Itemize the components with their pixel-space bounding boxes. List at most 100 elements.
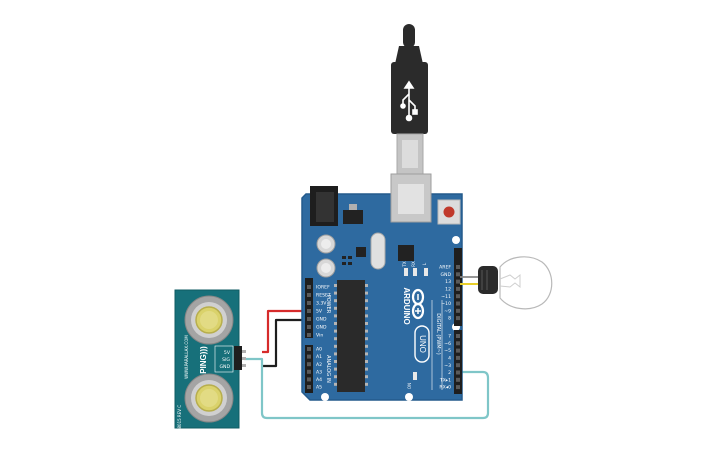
pin-socket[interactable] (456, 286, 460, 291)
pin-socket[interactable] (307, 354, 311, 359)
pin-socket[interactable] (456, 279, 460, 284)
pin-socket[interactable] (307, 301, 311, 305)
rx-led-label: RX (411, 261, 416, 267)
pin-socket[interactable] (456, 385, 460, 390)
pin-socket[interactable] (307, 347, 311, 351)
pin-label: A3 (316, 369, 322, 375)
smd-components (342, 256, 352, 265)
pin-socket[interactable] (456, 363, 460, 368)
pin-label: 13 (445, 279, 451, 285)
sensor-name: PING))) (199, 346, 208, 374)
pin-label: 5V (316, 309, 323, 315)
lamp-filament (499, 273, 521, 289)
pin-label: ~10 (441, 301, 451, 307)
pin-socket[interactable] (307, 385, 311, 389)
lamp-base (478, 266, 498, 294)
pin-socket[interactable] (307, 285, 311, 289)
pin-socket[interactable] (456, 348, 460, 353)
pin-label: ~11 (441, 294, 451, 300)
lamp-glass (499, 256, 553, 310)
sensor-pin-contacts (242, 350, 246, 367)
model-badge: UNO (414, 325, 430, 363)
pin-socket[interactable] (307, 293, 311, 297)
pin-socket[interactable] (456, 301, 460, 306)
sensor-pin-label: GND (219, 364, 230, 370)
sensor-pin-label: SIG (222, 357, 230, 363)
transducer-top (184, 295, 234, 345)
pin-label: IOREF (316, 285, 330, 291)
sensor-part-code: 28015 REV C (177, 405, 182, 431)
pin-label: ~5 (444, 348, 451, 354)
small-chip (356, 247, 366, 257)
pin-socket[interactable] (307, 377, 311, 382)
pin-socket[interactable] (456, 355, 460, 360)
wires (244, 309, 490, 420)
pin-socket[interactable] (307, 317, 311, 321)
sensor-pin-label: 5V (224, 350, 231, 356)
brand-label: ARDUINO (402, 287, 411, 324)
analog-header-label: ANALOG IN (325, 355, 331, 383)
sensor-pin-header (234, 346, 242, 370)
model-label: UNO (418, 335, 427, 353)
reset-button-cap[interactable] (443, 206, 455, 218)
pin-label: 4 (448, 356, 451, 362)
pin-label: GND (316, 325, 327, 331)
pin-socket[interactable] (456, 377, 460, 382)
digital-header-label: DIGITAL (PWM~) (435, 313, 441, 355)
pin-label: 8 (448, 316, 451, 322)
l-led-label: L (422, 262, 427, 265)
pin-socket[interactable] (456, 272, 460, 277)
pin-socket[interactable] (456, 370, 460, 375)
pin-socket[interactable] (456, 334, 460, 338)
arduino-board[interactable]: TX RX L ON ARDUINO UNO POWER ANALOG IN D… (301, 173, 463, 401)
ultrasonic-sensor[interactable]: PING))) WWW.PARALLAX.COM 28015 REV C 5VS… (174, 289, 246, 431)
microcontroller-pins (334, 284, 368, 386)
power-header (305, 278, 313, 338)
pin-socket[interactable] (456, 316, 460, 321)
on-led-label: ON (407, 383, 412, 389)
analog-header (305, 345, 313, 393)
pin-label: AREF (439, 265, 451, 271)
usb-icon (400, 80, 418, 122)
pin-socket[interactable] (307, 369, 311, 374)
digital-header-bottom (454, 330, 462, 394)
usb-plug-metal-inner (402, 140, 418, 168)
pin-socket[interactable] (456, 294, 460, 299)
pin-label: A5 (316, 385, 322, 391)
pin-socket[interactable] (456, 265, 460, 269)
pin-groups: IOREFRESET3.3V5VGNDGNDVinA0A1A2A3A4A5ARE… (307, 265, 460, 391)
pin-label: ~3 (444, 363, 451, 369)
sensor-website: WWW.PARALLAX.COM (184, 335, 189, 379)
pin-socket[interactable] (456, 341, 460, 346)
pin-socket[interactable] (307, 325, 311, 329)
dc-barrel-jack-face (316, 192, 334, 222)
light-bulb-icon[interactable] (460, 256, 553, 310)
pin-socket[interactable] (307, 309, 311, 313)
pin-label: RESET (316, 293, 331, 299)
wire-signal[interactable] (244, 357, 490, 420)
mounting-hole (321, 393, 329, 401)
arduino-logo-icon (411, 288, 425, 320)
pin-socket[interactable] (456, 308, 460, 313)
status-leds (404, 268, 428, 380)
usb-interface-chip (398, 245, 414, 261)
wire-5v-red[interactable] (262, 309, 312, 354)
pin-socket[interactable] (307, 362, 311, 367)
wire-gnd-black[interactable] (262, 318, 312, 368)
usb-cable-strain-relief (395, 46, 423, 64)
pin-label: GND (316, 317, 327, 323)
pin-label: 2 (448, 370, 451, 376)
pin-label: 12 (445, 287, 451, 293)
usb-cable (391, 24, 428, 175)
pin-socket[interactable] (307, 333, 311, 337)
voltage-regulator (343, 210, 363, 224)
mounting-hole (405, 393, 413, 401)
crystal-oscillator (370, 232, 386, 270)
pin-label: A0 (316, 347, 322, 353)
pin-label: A2 (316, 362, 322, 368)
pin-label: A1 (316, 354, 322, 360)
mounting-hole (452, 236, 460, 244)
pin-label: RX◂0 (439, 385, 451, 391)
